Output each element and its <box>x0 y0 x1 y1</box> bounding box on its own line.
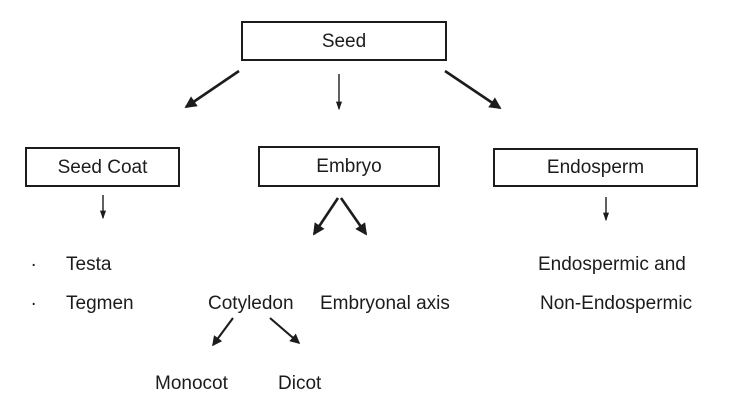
node-seed-coat-label: Seed Coat <box>57 156 148 178</box>
node-cotyledon-label: Cotyledon <box>208 293 294 314</box>
node-embryonal-axis-label: Embryonal axis <box>320 293 450 314</box>
node-embryo-box: Embryo <box>258 146 440 187</box>
node-dicot-label: Dicot <box>278 373 322 394</box>
edge-seed-to-seed-coat <box>184 69 240 109</box>
node-endosperm-label: Endosperm <box>546 157 645 178</box>
edge-cotyledon-to-dicot <box>269 317 301 344</box>
node-seed-box: Seed <box>241 21 447 61</box>
node-endosperm-types-line2: Non-Endospermic <box>540 293 693 314</box>
edge-embryo-to-cotyledon <box>312 197 340 236</box>
node-endosperm-box: Endosperm <box>493 148 698 187</box>
edge-seed-to-endosperm <box>444 69 502 110</box>
node-monocot-label: Monocot <box>155 373 228 394</box>
testa-bullet-dot: . <box>31 250 37 271</box>
node-testa-label: Testa <box>66 254 112 275</box>
node-embryo-label: Embryo <box>316 156 382 177</box>
edge-embryo-to-embryonal-axis <box>339 197 368 236</box>
node-tegmen-label: Tegmen <box>66 293 134 314</box>
node-seed-coat-box: Seed Coat <box>25 147 180 187</box>
node-endosperm-types-line1: Endospermic and <box>538 254 686 275</box>
edge-cotyledon-to-monocot <box>212 317 234 347</box>
tegmen-bullet-dot: . <box>31 289 37 310</box>
node-seed-label: Seed <box>321 30 367 52</box>
